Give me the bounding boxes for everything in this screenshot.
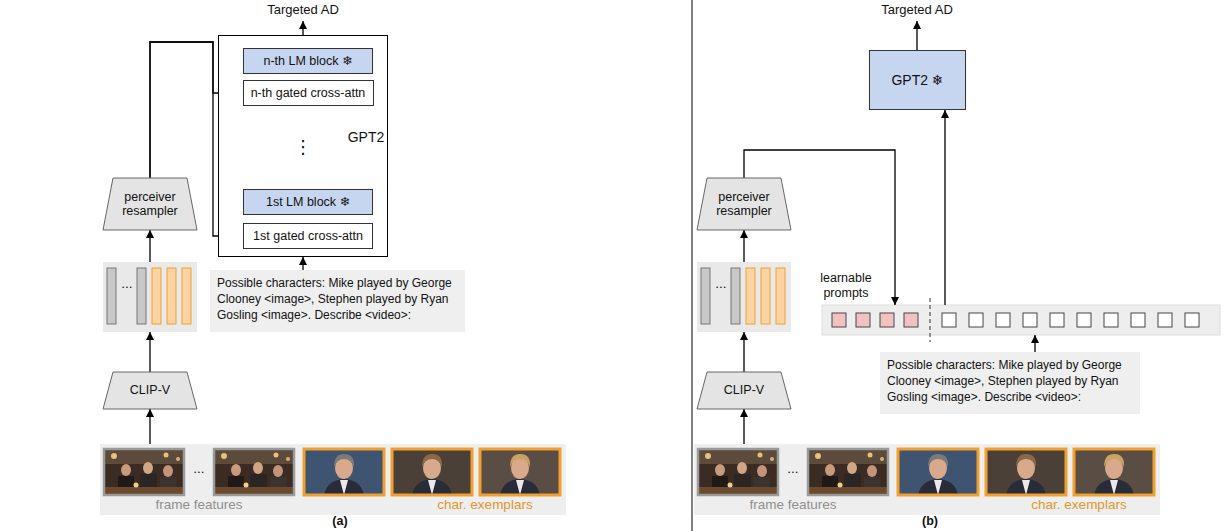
flow-arrow [149, 230, 150, 262]
flow-arrow [743, 409, 744, 444]
resampler-trapezoid: perceiver resampler [697, 178, 791, 230]
panel-art [100, 262, 566, 515]
node-text: char. exemplars [1019, 497, 1139, 513]
node-text: CLIP-V [130, 383, 170, 397]
encoder-trapezoid: CLIP-V [103, 372, 197, 409]
flow-arrow [743, 230, 744, 262]
node-text: frame features [139, 497, 259, 513]
resampler-trapezoid: perceiver resampler [103, 178, 197, 230]
panel-art [694, 262, 1160, 515]
output-label: Targeted AD [867, 3, 967, 17]
exemplar-images [304, 449, 560, 495]
token-strip: learnable prompts [822, 305, 1220, 335]
node-text: Possible characters: Mike played by Geor… [887, 357, 1133, 406]
flow-arrow [743, 332, 744, 372]
node-text: GPT2 [346, 129, 386, 146]
node-text: ... [780, 461, 806, 477]
input-band-fill [100, 444, 566, 515]
flow-arrow [1034, 335, 1035, 352]
lm-block: n-th LM block ❄ [243, 48, 373, 74]
input-band: ... frame features char. exemplars [694, 444, 1160, 515]
node-text: n-th gated cross-attn [251, 86, 366, 101]
lm-block: 1st LM block ❄ [243, 189, 373, 215]
prompt-box: Possible characters: Mike played by Geor… [210, 270, 465, 332]
flow-arrow [944, 110, 945, 305]
output-leader [303, 21, 917, 50]
node-text: Possible characters: Mike played by Geor… [217, 275, 458, 324]
node-text: 1st LM block ❄ [266, 195, 350, 210]
feature-box-fill [103, 262, 197, 332]
prompt-box: Possible characters: Mike played by Geor… [880, 352, 1140, 414]
input-band: ... frame features char. exemplars [100, 444, 566, 515]
node-text: GPT2 ❄ [891, 72, 943, 89]
node-text: perceiver resampler [709, 190, 779, 219]
node-text: 1st gated cross-attn [253, 229, 363, 244]
node-text: ... [186, 461, 212, 477]
encoder-trapezoid: CLIP-V [697, 372, 791, 409]
model-box: GPT2 ❄ [869, 50, 966, 110]
node-text: learnable prompts [812, 271, 880, 301]
node-text: ... [114, 276, 140, 292]
panel-label: (b) [910, 515, 950, 529]
node-text: perceiver resampler [115, 190, 185, 219]
node-text: CLIP-V [724, 383, 764, 397]
node-text: ... [708, 276, 734, 292]
frame-images [104, 449, 294, 495]
panel-divider [692, 0, 693, 531]
flow-arrow [149, 409, 150, 444]
flow-arrow [302, 257, 303, 270]
token-strip-art [822, 298, 1220, 342]
feature-box: ... [697, 262, 791, 332]
cross-attn-block: n-th gated cross-attn [243, 80, 374, 106]
node-text: n-th LM block ❄ [264, 54, 353, 69]
feature-box: ... [103, 262, 197, 332]
node-text: char. exemplars [425, 497, 545, 513]
flow-arrow [149, 332, 150, 372]
feature-bars [107, 268, 191, 324]
panel-label: (a) [320, 515, 360, 529]
output-label: Targeted AD [253, 3, 353, 17]
ellipsis-mark: ⋮ [293, 138, 313, 158]
node-text: frame features [733, 497, 853, 513]
cross-attn-block: 1st gated cross-attn [243, 223, 373, 249]
